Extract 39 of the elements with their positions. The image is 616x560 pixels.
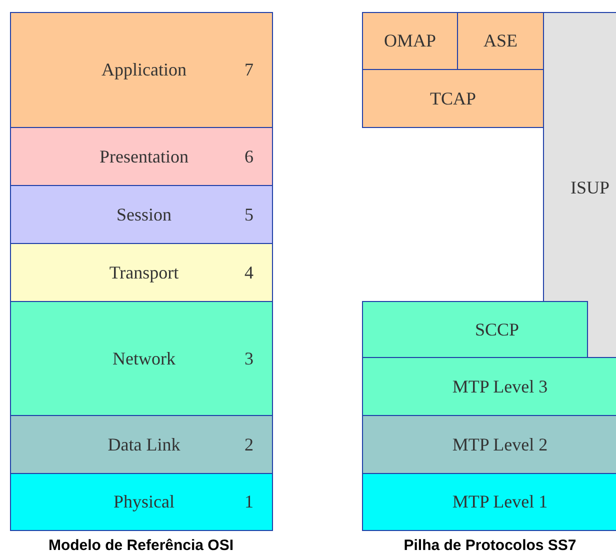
layer-number: 5 (244, 204, 254, 225)
layer-number: 3 (244, 348, 254, 369)
layer-name: Data Link (108, 434, 180, 455)
osi-layer-box (10, 185, 273, 244)
protocol-box (362, 12, 458, 70)
protocol-box (362, 473, 616, 531)
layer-name: OMAP (384, 30, 436, 52)
layer-name: MTP Level 3 (452, 376, 548, 397)
osi-layer-box (10, 415, 273, 474)
osi-layer-box (10, 473, 273, 531)
layer-name: Application (102, 60, 186, 80)
protocol-box (362, 69, 544, 128)
layer-number: 4 (244, 262, 254, 283)
layer-name: TCAP (430, 88, 476, 109)
osi-layer-box (10, 127, 273, 186)
layer-name: Network (112, 348, 176, 369)
layer-number: 2 (244, 434, 254, 455)
layer-name: SCCP (474, 319, 520, 340)
layer-number: 1 (244, 492, 254, 512)
stack-caption: Modelo de Referência OSI (48, 537, 234, 554)
layer-name: Physical (114, 492, 174, 512)
protocol-box (362, 301, 588, 358)
layer-number: 6 (244, 146, 254, 167)
layer-name: Session (116, 204, 172, 225)
osi-layer-box (10, 301, 273, 416)
layer-name: Presentation (100, 146, 188, 167)
protocol-box (543, 12, 616, 358)
protocol-box (362, 357, 616, 416)
layer-number: 7 (244, 60, 254, 80)
osi-layer-box (10, 12, 273, 128)
stack-caption: Pilha de Protocolos SS7 (404, 537, 576, 554)
layer-name: MTP Level 1 (452, 492, 548, 512)
layer-name: ISUP (570, 178, 610, 198)
protocol-box (362, 415, 616, 474)
layer-name: MTP Level 2 (452, 434, 548, 455)
osi-layer-box (10, 243, 273, 302)
layer-name: ASE (484, 30, 518, 52)
protocol-box (457, 12, 544, 70)
layer-name: Transport (109, 262, 179, 283)
